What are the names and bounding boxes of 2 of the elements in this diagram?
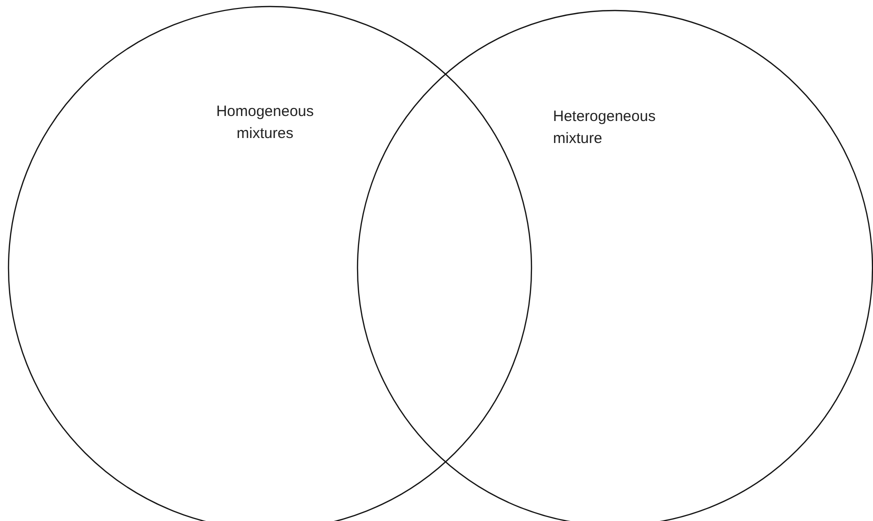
set-label: Homogeneous mixtures [215,102,315,144]
set-label: Heterogeneous mixture [553,107,657,149]
